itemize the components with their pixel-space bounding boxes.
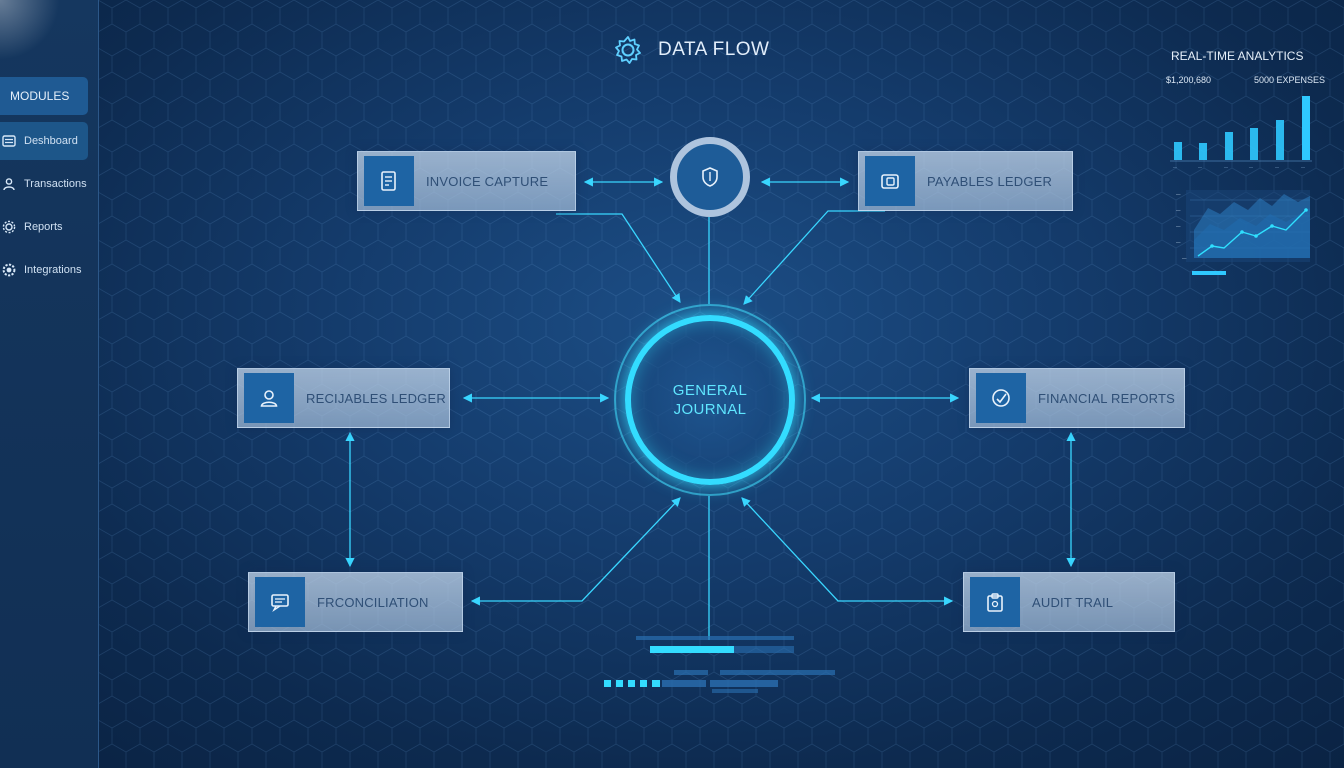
analytics-metric-expenses: 5000 EXPENSES [1254,75,1326,85]
sidebar-item-transactions[interactable]: Transactions [0,165,88,203]
svg-text:—: — [1249,164,1253,169]
node-label: FRCONCILIATION [317,594,429,610]
journal-label: GENERAL JOURNAL [673,381,748,419]
node-label: PAYABLES LEDGER [927,173,1053,189]
analytics-area-chart: — — — — — [1176,190,1310,275]
sidebar-item-label: Deshboard [24,135,78,147]
analytics-title: REAL-TIME ANALYTICS [1171,49,1304,63]
user-icon [244,373,294,423]
gauge-icon [976,373,1026,423]
svg-text:—: — [1224,164,1228,169]
sidebar-item-dashboard[interactable]: Deshboard [0,122,88,160]
document-icon [364,156,414,206]
wallet-icon [865,156,915,206]
analytics-metric-revenue: $1,200,680 [1166,75,1212,85]
svg-text:—: — [1275,164,1279,169]
journal-label-line-1: GENERAL [672,382,748,399]
message-check-icon [255,577,305,627]
connector-journal-reconciliation [470,497,681,606]
svg-text:—: — [1176,224,1181,229]
svg-text:—: — [1301,164,1305,169]
node-financial-reports[interactable]: FINANCIAL REPORTS [969,368,1185,428]
svg-text:—: — [1176,208,1181,213]
node-payables-ledger[interactable]: PAYABLES LEDGER [858,151,1073,211]
gear-icon [2,220,16,234]
sidebar-item-integrations[interactable]: Integrations [0,251,88,289]
node-audit-trail[interactable]: AUDIT TRAIL [963,572,1175,632]
page-header: DATA FLOW [612,34,769,66]
sidebar-glow [0,0,60,60]
svg-text:—: — [1198,164,1202,169]
node-label: AUDIT TRAIL [1032,594,1114,610]
svg-text:—: — [1176,192,1181,197]
top-hub[interactable] [670,137,750,217]
node-receivables-ledger[interactable]: RECIJABLES LEDGER [237,368,450,428]
general-journal-hub[interactable]: GENERAL JOURNAL [614,304,806,496]
shield-icon [702,167,718,187]
clipboard-icon [970,577,1020,627]
node-label: INVOICE CAPTURE [426,173,549,189]
sidebar: MODULES Deshboard Transactions Reports I… [0,0,99,768]
user-transactions-icon [3,178,15,191]
sidebar-item-reports[interactable]: Reports [0,208,88,246]
analytics-bar-chart: — — — — — — [1170,96,1312,169]
connector-payables-journal [743,210,885,305]
svg-text:—: — [1182,256,1187,261]
data-stream-bars [604,636,835,693]
connector-invoice-journal [556,213,681,303]
dashboard-icon [2,135,16,147]
page-title: DATA FLOW [658,39,770,60]
journal-label-line-2: JOURNAL [673,401,747,418]
node-label: RECIJABLES LEDGER [306,390,446,406]
svg-text:—: — [1176,240,1181,245]
connector-journal-audit [741,497,954,606]
modules-button[interactable]: MODULES [0,77,88,115]
node-label: FINANCIAL REPORTS [1038,390,1176,406]
svg-text:—: — [1173,164,1177,169]
journal-ring [625,315,795,485]
sidebar-item-label: Transactions [24,178,87,190]
analytics-charts: — — — — — — — — — — — [1170,96,1312,275]
sidebar-item-label: Reports [24,221,63,233]
sidebar-item-label: Integrations [24,264,82,276]
cog-integrations-icon [2,263,16,277]
node-reconciliation[interactable]: FRCONCILIATION [248,572,463,632]
node-invoice-capture[interactable]: INVOICE CAPTURE [357,151,576,211]
gear-icon [615,36,641,64]
